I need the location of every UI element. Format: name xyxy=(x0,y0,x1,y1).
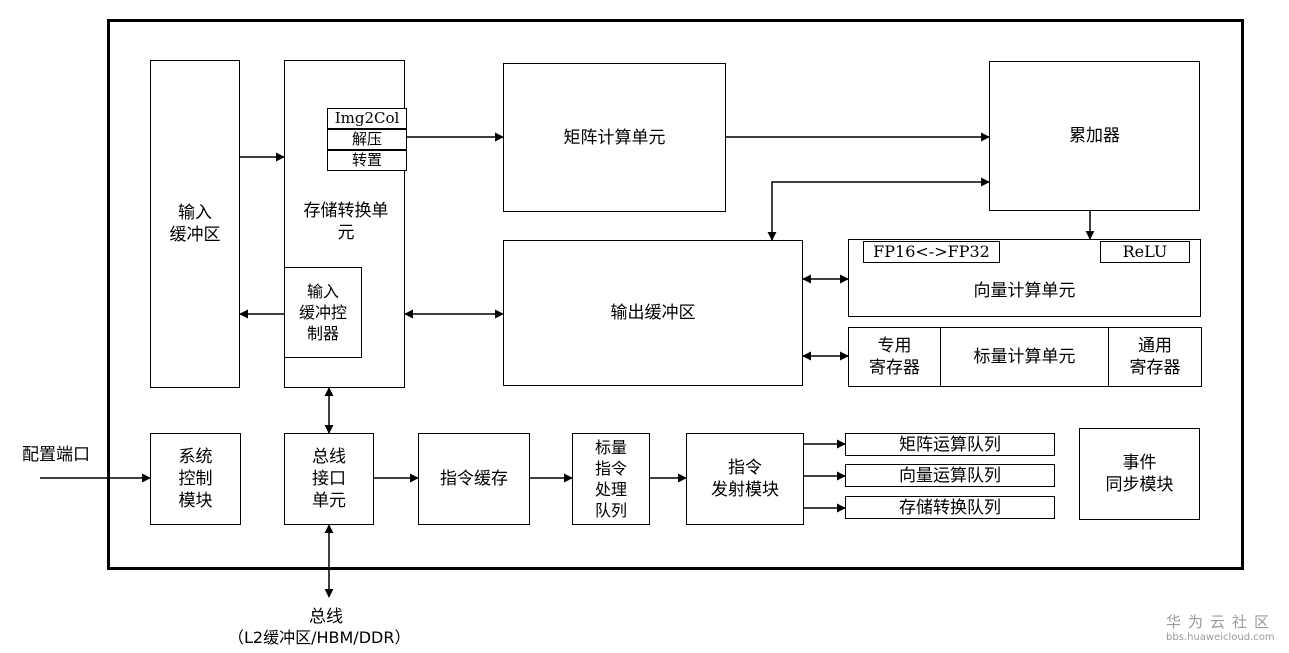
bus-sub-label: （L2缓冲区/HBM/DDR） xyxy=(228,628,411,647)
vector-unit-label: 向量计算单元 xyxy=(973,281,1076,301)
decompress-tag: 解压 xyxy=(327,129,407,150)
storage-queue-label: 存储转换队列 xyxy=(899,497,1001,518)
vector-queue-label: 向量运算队列 xyxy=(899,465,1001,486)
img2col-tag: Img2Col xyxy=(327,108,407,129)
input-buffer-ctrl-label: 输入 缓冲控 制器 xyxy=(298,282,347,343)
event-sync-box: 事件 同步模块 xyxy=(1079,428,1200,520)
accumulator-label: 累加器 xyxy=(1069,126,1120,146)
matrix-unit-label: 矩阵计算单元 xyxy=(563,127,666,148)
general-register-box: 通用 寄存器 xyxy=(1108,327,1202,387)
input-buffer-box: 输入 缓冲区 xyxy=(150,60,240,388)
accumulator-box: 累加器 xyxy=(989,61,1200,211)
special-register-label: 专用 寄存器 xyxy=(869,336,920,378)
bus-label: 总线 xyxy=(309,607,343,627)
matrix-queue-box: 矩阵运算队列 xyxy=(845,433,1055,456)
general-register-label: 通用 寄存器 xyxy=(1129,336,1181,378)
system-control-label: 系统 控制 模块 xyxy=(178,447,213,511)
watermark-name: 华为云社区 xyxy=(1166,613,1277,631)
system-control-box: 系统 控制 模块 xyxy=(150,433,241,525)
transpose-tag: 转置 xyxy=(327,150,407,171)
storage-convert-label: 存储转换单 元 xyxy=(303,201,389,243)
input-buffer-ctrl-box: 输入 缓冲控 制器 xyxy=(284,267,362,358)
scalar-queue-box: 标量 指令 处理 队列 xyxy=(572,433,650,525)
scalar-unit-label: 标量计算单元 xyxy=(973,347,1076,367)
config-port-label: 配置端口 xyxy=(22,445,90,465)
watermark-url: bbs.huaweicloud.com xyxy=(1166,632,1275,643)
matrix-unit-box: 矩阵计算单元 xyxy=(503,63,726,212)
arrow-accumulator-output-buffer xyxy=(767,177,990,241)
output-buffer-box: 输出缓冲区 xyxy=(503,240,803,386)
event-sync-label: 事件 同步模块 xyxy=(1105,453,1174,495)
scalar-queue-label: 标量 指令 处理 队列 xyxy=(594,438,627,520)
ai-core-frame xyxy=(107,19,1244,570)
matrix-queue-label: 矩阵运算队列 xyxy=(899,434,1001,455)
instruction-issue-box: 指令 发射模块 xyxy=(686,433,804,525)
relu-tag: ReLU xyxy=(1100,241,1190,263)
storage-queue-box: 存储转换队列 xyxy=(845,496,1055,519)
scalar-unit-box: 标量计算单元 xyxy=(940,327,1109,387)
instruction-issue-label: 指令 发射模块 xyxy=(711,458,779,500)
input-buffer-label: 输入 缓冲区 xyxy=(169,203,221,245)
fp-convert-tag: FP16<->FP32 xyxy=(863,241,1000,263)
bus-interface-label: 总线 接口 单元 xyxy=(312,447,346,511)
vector-queue-box: 向量运算队列 xyxy=(845,464,1055,487)
output-buffer-label: 输出缓冲区 xyxy=(610,303,696,323)
instruction-cache-label: 指令缓存 xyxy=(440,469,508,489)
